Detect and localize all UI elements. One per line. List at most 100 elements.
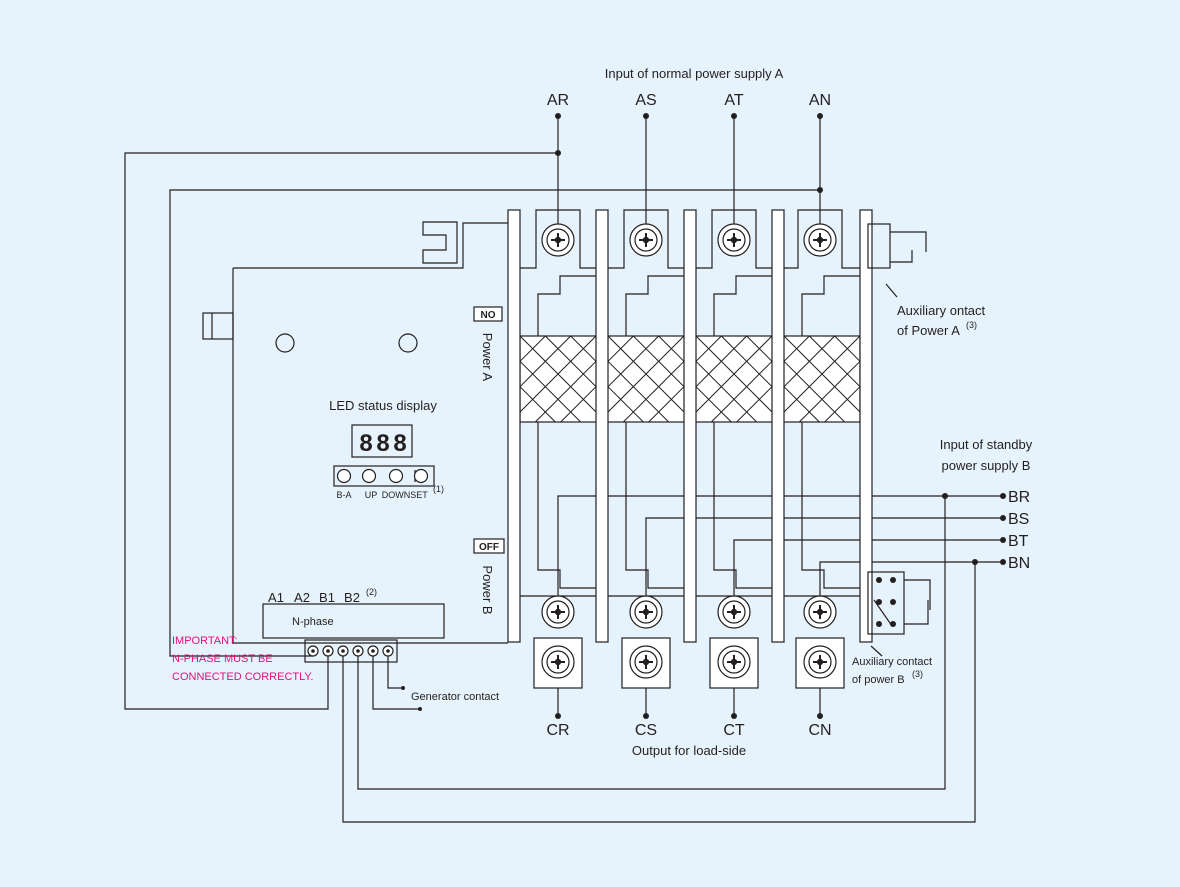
aux-b-terminal-dot: [890, 599, 896, 605]
wire-junctions: [555, 150, 978, 565]
phase-label-cs: CS: [635, 722, 657, 739]
generator-endpoint: [418, 707, 422, 711]
button-label-up: UP: [365, 490, 378, 500]
panel-buttons: [336, 468, 429, 484]
controller-outline: [232, 268, 508, 644]
output-c-endpoint: [555, 713, 561, 719]
wire-an-to-nphase: [169, 189, 820, 657]
controller-top-edge: [233, 222, 508, 269]
input-a-endpoint: [817, 113, 823, 119]
phase-endpoints: [401, 113, 1006, 719]
no-box: [473, 306, 503, 322]
important-line: N-PHASE MUST BE: [172, 653, 273, 665]
terminal-block: [262, 603, 445, 639]
pole-separator: [771, 209, 785, 643]
mounting-hole-left: [275, 333, 295, 353]
input-a-endpoint: [643, 113, 649, 119]
terminal-a-2: [629, 223, 663, 257]
bus-br: [557, 495, 1003, 612]
led-digit: 8: [376, 430, 389, 457]
aux-contact-a-wiring: [890, 231, 927, 263]
power-a-label: Power A: [480, 333, 495, 382]
button-b-a[interactable]: [336, 468, 352, 484]
wire-br-to-controller: [357, 496, 946, 790]
nphase-terminal-strip: [304, 639, 398, 663]
output-c-endpoint: [643, 713, 649, 719]
terminal-b-4: [803, 595, 837, 629]
mounting-hole-right: [398, 333, 418, 353]
nphase-label: N-phase: [292, 616, 334, 628]
input-a-endpoint: [555, 113, 561, 119]
phase-label-bn: BN: [1008, 555, 1030, 572]
input-b-title-line2: power supply B: [942, 458, 1031, 473]
pole-separator: [859, 209, 873, 643]
terminals-note: (2): [366, 587, 377, 597]
pole-separator: [595, 209, 609, 643]
phase-label-cn: CN: [808, 722, 831, 739]
generator-contact-label: Generator contact: [411, 691, 499, 703]
wire-generator-2: [387, 654, 403, 689]
aux-a-label-line2: of Power A: [897, 323, 960, 338]
aux-b-label-line1: Auxiliary contact: [852, 656, 932, 668]
terminal-label-b2: B2: [344, 590, 360, 605]
phase-label-bt: BT: [1008, 533, 1029, 550]
led-display: [351, 424, 413, 458]
input-b-endpoint: [1000, 493, 1006, 499]
input-b-endpoint: [1000, 537, 1006, 543]
terminal-b-2: [629, 595, 663, 629]
buttons-note: (1): [433, 484, 444, 494]
nphase-terminal-screws: [307, 645, 394, 657]
output-title: Output for load-side: [632, 743, 746, 758]
aux-b-terminal-dot: [890, 621, 896, 627]
junction-dot: [972, 559, 978, 565]
important-line: CONNECTED CORRECTLY.: [172, 671, 313, 683]
terminal-label-a1: A1: [268, 590, 284, 605]
input-b-endpoint: [1000, 515, 1006, 521]
phase-label-at: AT: [724, 92, 743, 109]
button-label-down: DOWN: [382, 490, 411, 500]
led-digit: 8: [393, 430, 406, 457]
phase-label-ar: AR: [547, 92, 569, 109]
power-b-label: Power B: [480, 565, 495, 614]
side-tab: [202, 312, 234, 340]
input-a-endpoint: [731, 113, 737, 119]
button-up[interactable]: [361, 468, 377, 484]
button-panel: [333, 465, 435, 487]
input-b-title-line1: Input of standby: [940, 437, 1033, 452]
wire-ar-to-controller: [124, 152, 558, 710]
aux-b-terminal-dot: [890, 577, 896, 583]
terminal-c-4: [795, 637, 845, 689]
input-a-title: Input of normal power supply A: [605, 66, 784, 81]
aux-b-label-line2: of power B: [852, 674, 905, 686]
button-set[interactable]: [413, 468, 429, 484]
terminal-a-3: [717, 223, 751, 257]
aux-b-terminal-dot: [876, 599, 882, 605]
aux-b-terminal-dot: [876, 621, 882, 627]
important-warning: IMPORTANT: N-PHASE MUST BE CONNECTED CORRE…: [172, 635, 313, 683]
phase-label-an: AN: [809, 92, 831, 109]
pole-separator: [507, 209, 521, 643]
important-line: IMPORTANT:: [172, 635, 238, 647]
button-label-set: SET: [410, 490, 428, 500]
led-title: LED status display: [329, 398, 437, 413]
off-box: [473, 538, 505, 554]
aux-b-terminal-dot: [876, 577, 882, 583]
junction-dot: [942, 493, 948, 499]
phase-label-as: AS: [635, 92, 656, 109]
wire-bn-to-controller: [342, 562, 976, 823]
interlock-crosshatch: [519, 335, 861, 423]
bus-bn: [819, 561, 1003, 612]
junction-dot: [555, 150, 561, 156]
output-c-endpoint: [817, 713, 823, 719]
bus-bs: [645, 517, 1003, 612]
button-down[interactable]: [388, 468, 404, 484]
handle-bracket: [422, 221, 458, 264]
terminal-b-1: [541, 595, 575, 629]
wire-generator-1: [372, 654, 420, 710]
aux-contact-b-housing: [867, 571, 905, 635]
led-digit: 8: [359, 430, 372, 457]
off-label: OFF: [479, 542, 499, 553]
